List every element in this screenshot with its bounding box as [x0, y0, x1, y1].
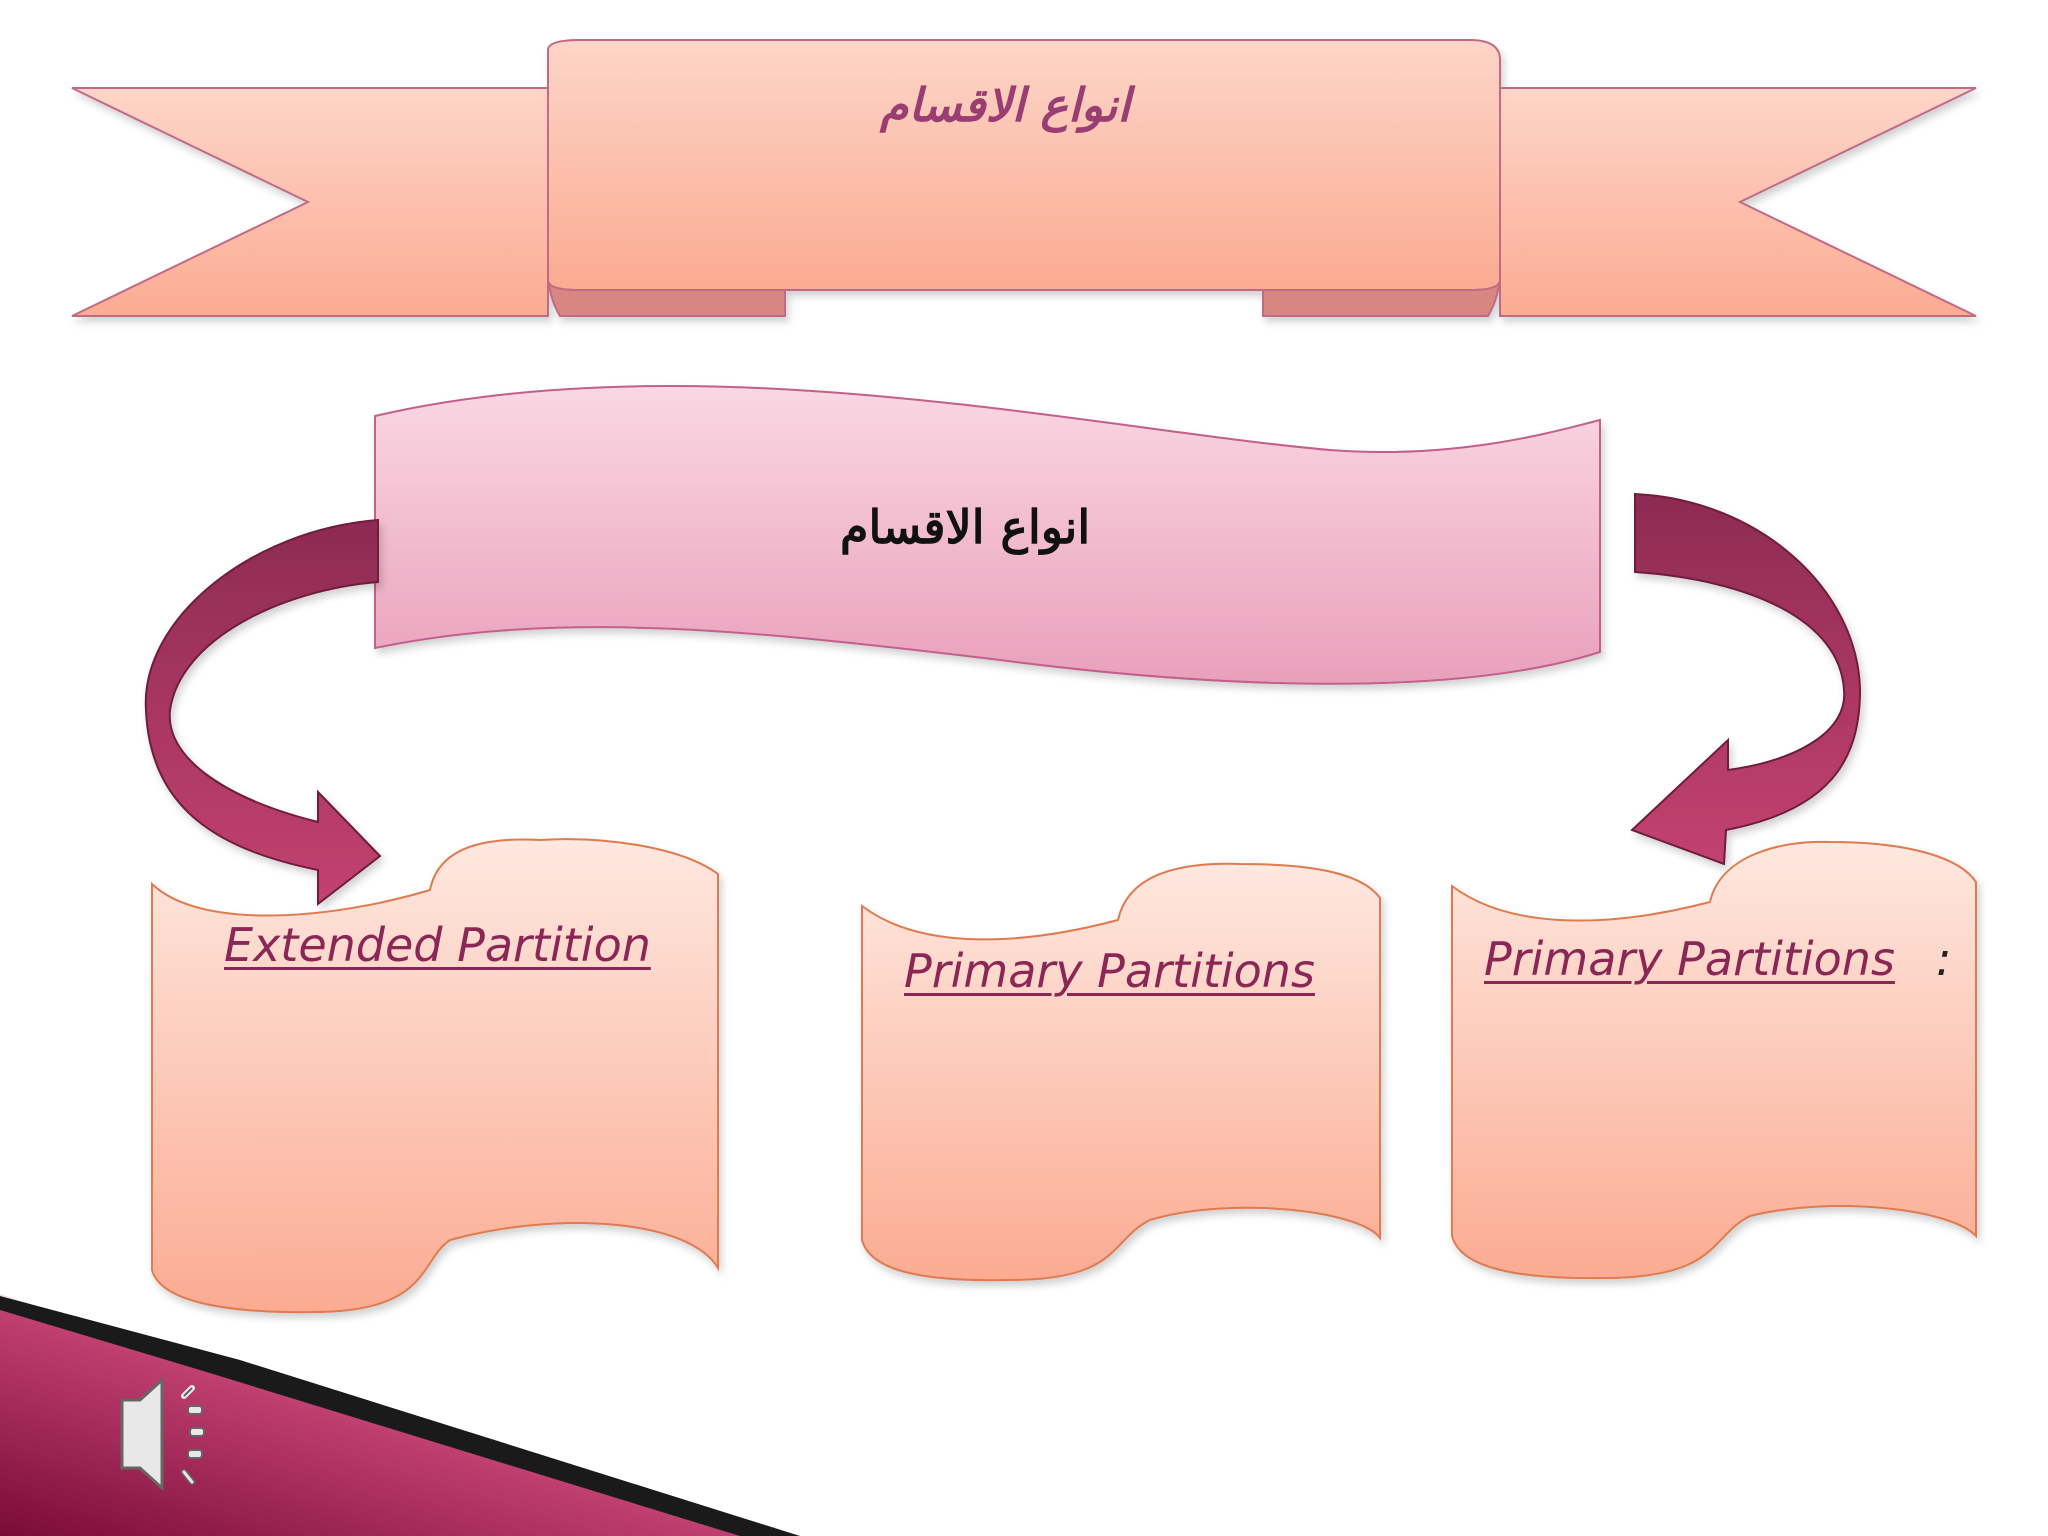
extended-partition-label: Extended Partition	[224, 918, 651, 972]
center-title: انواع الاقسام	[840, 500, 1091, 554]
ribbon-left-tail	[71, 87, 549, 317]
primary-partitions-label: Primary Partitions	[904, 944, 1315, 998]
center-wave-shape	[374, 385, 1601, 685]
speaker-icon[interactable]	[120, 1376, 205, 1492]
colon-suffix: :	[1936, 932, 1952, 986]
corner-decoration	[0, 1294, 800, 1536]
ribbon-right-tail	[1499, 87, 1977, 317]
right-curved-arrow	[1630, 492, 1862, 866]
title-ribbon	[71, 39, 1977, 317]
card-primary-partitions-1	[861, 862, 1381, 1282]
banner-title: انواع الاقسام	[880, 78, 1131, 132]
ribbon-center	[547, 39, 1501, 291]
primary-partitions-label-2: Primary Partitions	[1484, 932, 1895, 986]
left-curved-arrow	[144, 518, 382, 907]
card-primary-partitions-2	[1451, 840, 1977, 1280]
card-extended-partition	[151, 838, 719, 1314]
